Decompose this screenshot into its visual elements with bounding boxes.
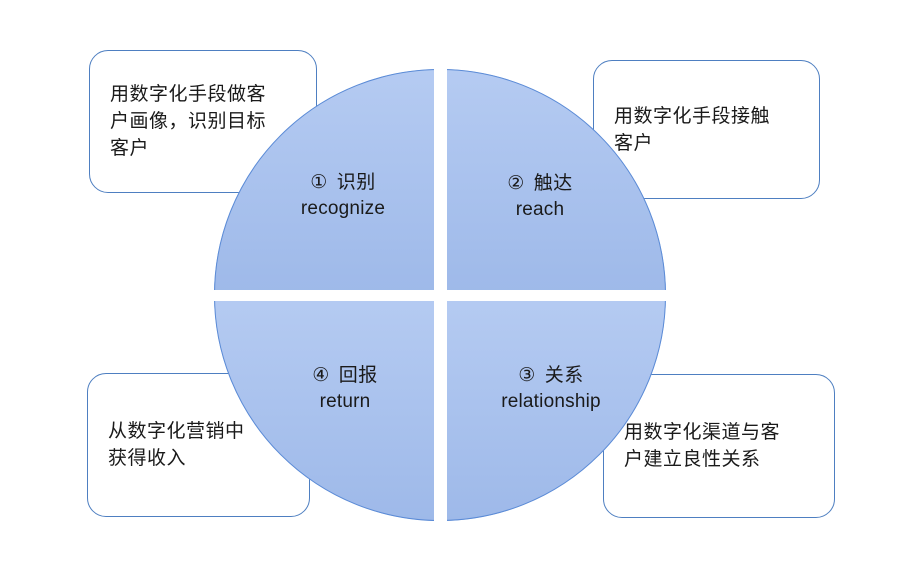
quadrant-en-text: return — [319, 391, 371, 412]
quadrant-circle — [214, 69, 666, 521]
quadrant-label-reach: ② 触达 reach — [430, 171, 650, 223]
quadrant-label-zh: ④ 回报 — [235, 363, 455, 389]
quadrant-en-text: relationship — [501, 391, 601, 412]
quadrant-fill-top-left — [214, 69, 440, 295]
horizontal-divider — [207, 290, 673, 301]
quadrant-label-zh: ③ 关系 — [441, 363, 661, 389]
callout-text-return: 从数字化营销中 获得收入 — [108, 421, 245, 469]
step-number-4: ④ — [312, 365, 330, 386]
quadrant-label-zh: ① 识别 — [233, 170, 453, 196]
quadrant-fill-bottom-right — [440, 295, 666, 521]
step-number-3: ③ — [518, 365, 536, 386]
quadrant-zh-text: 触达 — [533, 173, 573, 194]
step-number-1: ① — [310, 172, 328, 193]
quadrant-zh-text: 关系 — [544, 365, 584, 386]
quadrant-zh-text: 回报 — [338, 365, 378, 386]
quadrant-zh-text: 识别 — [336, 172, 376, 193]
quadrant-label-recognize: ① 识别 recognize — [233, 170, 453, 222]
quadrant-label-relationship: ③ 关系 relationship — [441, 363, 661, 415]
quadrant-label-zh: ② 触达 — [430, 171, 650, 197]
quadrant-en-text: recognize — [300, 198, 386, 219]
quadrant-en-text: reach — [515, 199, 565, 220]
quadrant-label-return: ④ 回报 return — [235, 363, 455, 415]
step-number-2: ② — [507, 173, 525, 194]
quadrant-fill-bottom-left — [214, 295, 440, 521]
quadrant-fill-top-right — [440, 69, 666, 295]
